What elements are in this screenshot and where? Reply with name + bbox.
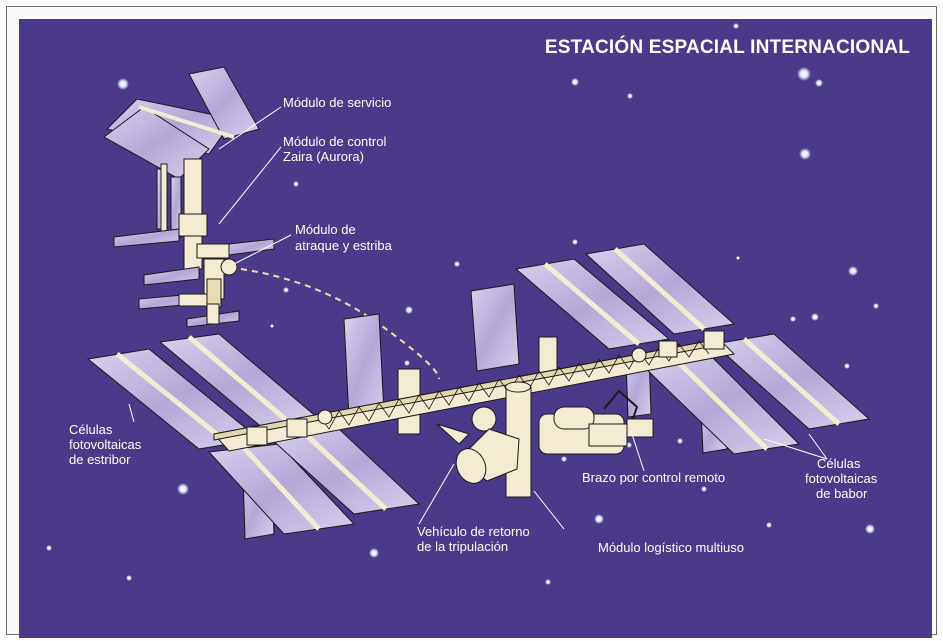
iss-illustration xyxy=(46,23,879,585)
label-estribor-line1: Células xyxy=(69,422,113,437)
leader-lines xyxy=(128,106,828,530)
main-station xyxy=(86,243,871,540)
label-babor-line3: de babor xyxy=(816,486,868,501)
label-modulo-atraque-line2: atraque y estriba xyxy=(295,238,392,253)
label-modulo-servicio: Módulo de servicio xyxy=(283,95,392,110)
label-modulo-atraque-line1: Módulo de xyxy=(295,222,356,237)
label-estribor-line3: de estribor xyxy=(69,452,131,467)
label-vehiculo-retorno-line1: Vehículo de retorno xyxy=(417,524,530,539)
label-modulo-logistico: Módulo logístico multiuso xyxy=(598,540,744,555)
label-modulo-control-line2: Zaira (Aurora) xyxy=(283,149,364,164)
small-station xyxy=(103,66,275,328)
label-estribor-line2: fotovoltaicas xyxy=(69,437,142,452)
label-vehiculo-retorno-line2: de la tripulación xyxy=(417,539,509,554)
diagram-title: ESTACIÓN ESPACIAL INTERNACIONAL xyxy=(544,37,910,58)
stars xyxy=(46,23,879,585)
space-background: ESTACIÓN ESPACIAL INTERNACIONAL Módulo d… xyxy=(19,19,932,638)
label-modulo-control-line1: Módulo de control xyxy=(283,134,387,149)
label-brazo-control-remoto: Brazo por control remoto xyxy=(582,470,726,485)
label-babor-line1: Células xyxy=(817,456,861,471)
label-babor-line2: fotovoltaicas xyxy=(805,471,878,486)
